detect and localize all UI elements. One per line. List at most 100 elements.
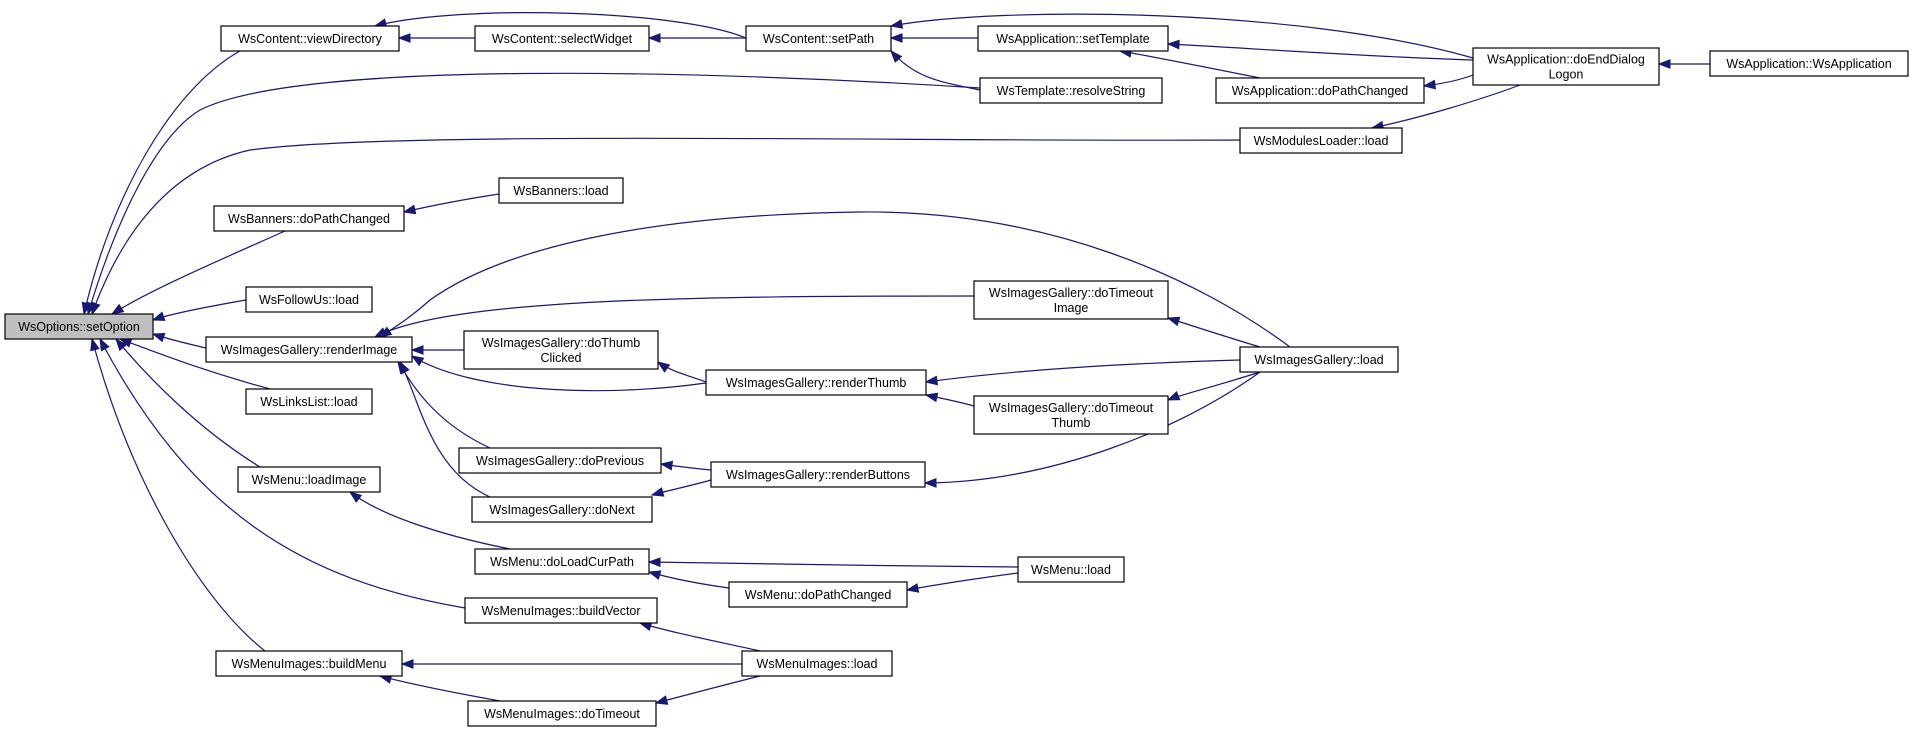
node-build-menu[interactable]: WsMenuImages::buildMenu [215,650,403,677]
node-label: WsOptions::setOption [18,320,140,334]
node-render-image[interactable]: WsImagesGallery::renderImage [205,336,413,363]
arrowhead [1166,39,1180,50]
arrowhead [348,491,363,503]
arrowhead [889,33,903,43]
edge-menuImagesLoad-to-buildVector [638,621,761,652]
edge-line [906,572,1019,591]
node-box [464,597,658,624]
node-render-thumb[interactable]: WsImagesGallery::renderThumb [705,369,927,396]
edge-line [374,295,975,338]
arrowhead [647,557,661,568]
node-label: WsImagesGallery::renderThumb [726,376,907,390]
arrowhead [889,19,904,29]
edge-doThumbClicked-to-renderImage [410,345,464,355]
arrowhead [115,337,128,351]
node-label: WsApplication::doPathChanged [1232,84,1409,98]
edge-menuImagesDoTimeout-to-buildMenu [378,674,501,702]
edge-buildMenu-to-setOption [90,337,266,652]
edge-renderButtons-to-doNext [650,479,712,497]
node-box [979,77,1163,104]
edge-appDoPathChanged-to-appSetTemplate [1118,48,1261,79]
node-menu-images-load[interactable]: WsMenuImages::load [741,650,893,677]
node-label: WsBanners::load [513,184,608,198]
node-label: WsMenu::doLoadCurPath [490,555,634,569]
node-box [1472,47,1660,86]
edge-line [91,137,1241,315]
edge-doEndDialog-to-appDoPathChanged [1422,74,1474,90]
node-label: WsImagesGallery::doNext [489,503,635,517]
edge-renderThumb-to-renderImage [410,355,707,392]
node-box [1239,127,1403,154]
edge-line [399,361,491,498]
node-label: WsMenu::loadImage [252,473,367,487]
node-box [705,369,927,396]
arrowhead [924,375,939,386]
node-do-next[interactable]: WsImagesGallery::doNext [471,496,653,523]
edge-line [890,50,981,91]
node-box [463,330,659,370]
node-menu-do-path-changed[interactable]: WsMenu::doPathChanged [728,581,908,608]
node-resolve-string[interactable]: WsTemplate::resolveString [979,77,1163,104]
node-follow-us-load[interactable]: WsFollowUs::load [245,286,373,313]
node-menu-images-do-timeout[interactable]: WsMenuImages::doTimeout [467,700,657,727]
node-label: WsApplication::setTemplate [996,32,1150,46]
node-do-previous[interactable]: WsImagesGallery::doPrevious [458,447,662,474]
edge-line [925,359,1241,383]
edge-line [639,622,761,652]
node-modules-load[interactable]: WsModulesLoader::load [1239,127,1403,154]
node-label: WsApplication::doEndDialog [1487,53,1645,67]
arrowhead [1166,391,1181,401]
edge-line [403,193,500,213]
edge-galleryLoad-to-doTimeoutImage [1166,316,1261,348]
arrowhead [91,301,101,316]
node-box [1017,556,1125,583]
node-app-ctor[interactable]: WsApplication::WsApplication [1709,50,1909,77]
node-menu-do-load-cur-path[interactable]: WsMenu::doLoadCurPath [474,548,650,575]
edge-galleryLoad-to-renderThumb [924,359,1241,386]
node-links-list-load[interactable]: WsLinksList::load [245,388,373,415]
node-box [741,650,893,677]
edge-line [655,675,761,704]
node-label: WsImagesGallery::renderButtons [726,468,910,482]
edge-line [924,371,1261,484]
arrowhead [924,392,939,403]
arrowhead [410,355,425,367]
node-box [728,581,908,608]
edge-line [1167,317,1261,348]
node-box [973,395,1169,435]
arrowhead [923,477,937,488]
edge-doEndDialog-to-setPath [889,13,1474,59]
edge-line [83,50,241,315]
node-build-vector[interactable]: WsMenuImages::buildVector [464,597,658,624]
node-menu-load[interactable]: WsMenu::load [1017,556,1125,583]
edge-line [648,561,1019,568]
node-app-do-path-changed[interactable]: WsApplication::doPathChanged [1215,77,1425,104]
node-set-option[interactable]: WsOptions::setOption [4,313,154,340]
edge-line [1119,50,1261,79]
node-label: WsBanners::doPathChanged [228,212,390,226]
node-menu-load-image[interactable]: WsMenu::loadImage [237,466,381,493]
edge-menuImagesLoad-to-buildMenu [400,659,742,669]
node-select-widget[interactable]: WsContent::selectWidget [474,25,650,52]
node-set-path[interactable]: WsContent::setPath [745,25,892,52]
edge-viewDirectory-to-setOption [81,50,241,316]
node-banners-do-path[interactable]: WsBanners::doPathChanged [213,205,405,232]
node-box [4,313,154,340]
edge-selectWidget-to-viewDirectory [397,33,476,43]
arrowhead [647,570,662,580]
node-app-set-template[interactable]: WsApplication::setTemplate [977,25,1169,52]
node-gallery-load[interactable]: WsImagesGallery::load [1239,346,1399,373]
edge-buildVector-to-setOption [99,337,466,609]
node-label: Logon [1549,68,1584,82]
edge-renderImage-to-setOption [151,332,207,349]
node-render-buttons[interactable]: WsImagesGallery::renderButtons [710,461,926,488]
edge-galleryLoad-to-doTimeoutThumb [1166,371,1261,401]
node-box [1239,346,1399,373]
edge-line [648,571,730,589]
node-view-directory[interactable]: WsContent::viewDirectory [220,25,400,52]
node-banners-load[interactable]: WsBanners::load [498,177,624,204]
